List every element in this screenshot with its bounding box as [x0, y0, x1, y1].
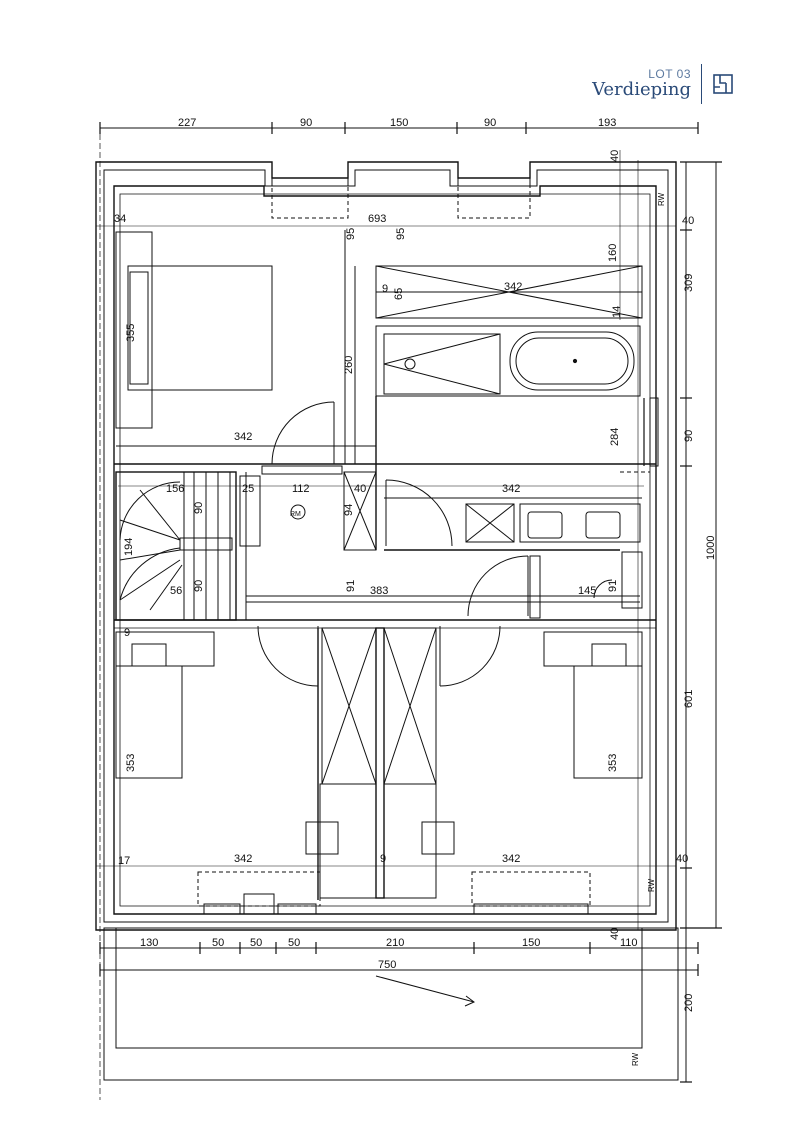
- hall-w91: 91: [345, 580, 357, 592]
- stair-width: 156: [166, 483, 184, 495]
- bathroom-depth: 284: [609, 428, 621, 446]
- hall-w383: 383: [370, 585, 388, 597]
- bedroom3-w9: 9: [380, 853, 386, 865]
- lot-label: LOT 03: [648, 67, 691, 82]
- rw-top: RW: [657, 192, 666, 206]
- header-divider: [701, 64, 702, 104]
- hall-w145: 145: [578, 585, 596, 597]
- dim-right-2: 309: [683, 274, 695, 292]
- smoke-detector: RM: [290, 511, 301, 518]
- overall-width: 693: [368, 213, 386, 225]
- bedroom2-depth: 353: [125, 754, 137, 772]
- header-text: LOT 03 Verdieping: [592, 68, 691, 99]
- dim-bottom-4: 50: [288, 937, 300, 949]
- wardrobe-small2: 14: [611, 306, 623, 318]
- stair-s2: 90: [193, 580, 205, 592]
- bedroom3-depth: 353: [607, 754, 619, 772]
- dim-top-3: 150: [390, 117, 408, 129]
- dim-right-6: 40: [676, 853, 688, 865]
- wardrobe-right: 160: [607, 244, 619, 262]
- bedroom3-width: 342: [502, 853, 520, 865]
- wardrobe-mid: 95: [395, 228, 407, 240]
- bathroom-width: 342: [502, 483, 520, 495]
- wardrobe-small: 9: [382, 283, 388, 295]
- floorplan-icon: [713, 74, 733, 94]
- dim-top-1: 227: [178, 117, 196, 129]
- bedroom2-offset: 17: [118, 855, 130, 867]
- dim-right-1: 40: [682, 215, 694, 227]
- dim-right-5: 601: [683, 690, 695, 708]
- dim-right-3: 90: [683, 430, 695, 442]
- dim-bottom-1: 130: [140, 937, 158, 949]
- bedroom2-w9: 9: [124, 627, 130, 639]
- level-label: Verdieping: [592, 78, 691, 100]
- wardrobe-width: 342: [504, 281, 522, 293]
- dim-bottom-2: 50: [212, 937, 224, 949]
- dim-bottom-total: 750: [378, 959, 396, 971]
- bedroom1-width: 342: [234, 431, 252, 443]
- dim-right-4: 1000: [705, 536, 717, 560]
- bedroom1-offset: 34: [114, 213, 126, 225]
- wardrobe-left: 95: [345, 228, 357, 240]
- dim-right-top: 40: [609, 150, 621, 162]
- dim-top-4: 90: [484, 117, 496, 129]
- bedroom2-width: 342: [234, 853, 252, 865]
- dim-bottom-5: 210: [386, 937, 404, 949]
- hall-w91b: 91: [607, 580, 619, 592]
- bedroom1-wardrobe: 260: [343, 356, 355, 374]
- hall-w40: 40: [354, 483, 366, 495]
- stair-s1: 90: [193, 502, 205, 514]
- dim-right-bottom: 40: [609, 928, 621, 940]
- page-header: LOT 03 Verdieping: [592, 64, 734, 104]
- bedroom1-depth: 355: [125, 324, 137, 342]
- dim-top-2: 90: [300, 117, 312, 129]
- rw-bottom: RW: [631, 1052, 640, 1066]
- stair-height: 194: [123, 538, 135, 556]
- dim-bottom-7: 110: [620, 937, 638, 949]
- dim-bottom-6: 150: [522, 937, 540, 949]
- hall-w112: 112: [292, 483, 310, 495]
- wardrobe-height: 65: [393, 288, 405, 300]
- rw-mid: RW: [647, 878, 656, 892]
- dim-right-7: 200: [683, 994, 695, 1012]
- hall-w25: 25: [242, 483, 254, 495]
- dim-bottom-3: 50: [250, 937, 262, 949]
- hall-w94: 94: [343, 504, 355, 516]
- stair-bottom: 56: [170, 585, 182, 597]
- dim-top-5: 193: [598, 117, 616, 129]
